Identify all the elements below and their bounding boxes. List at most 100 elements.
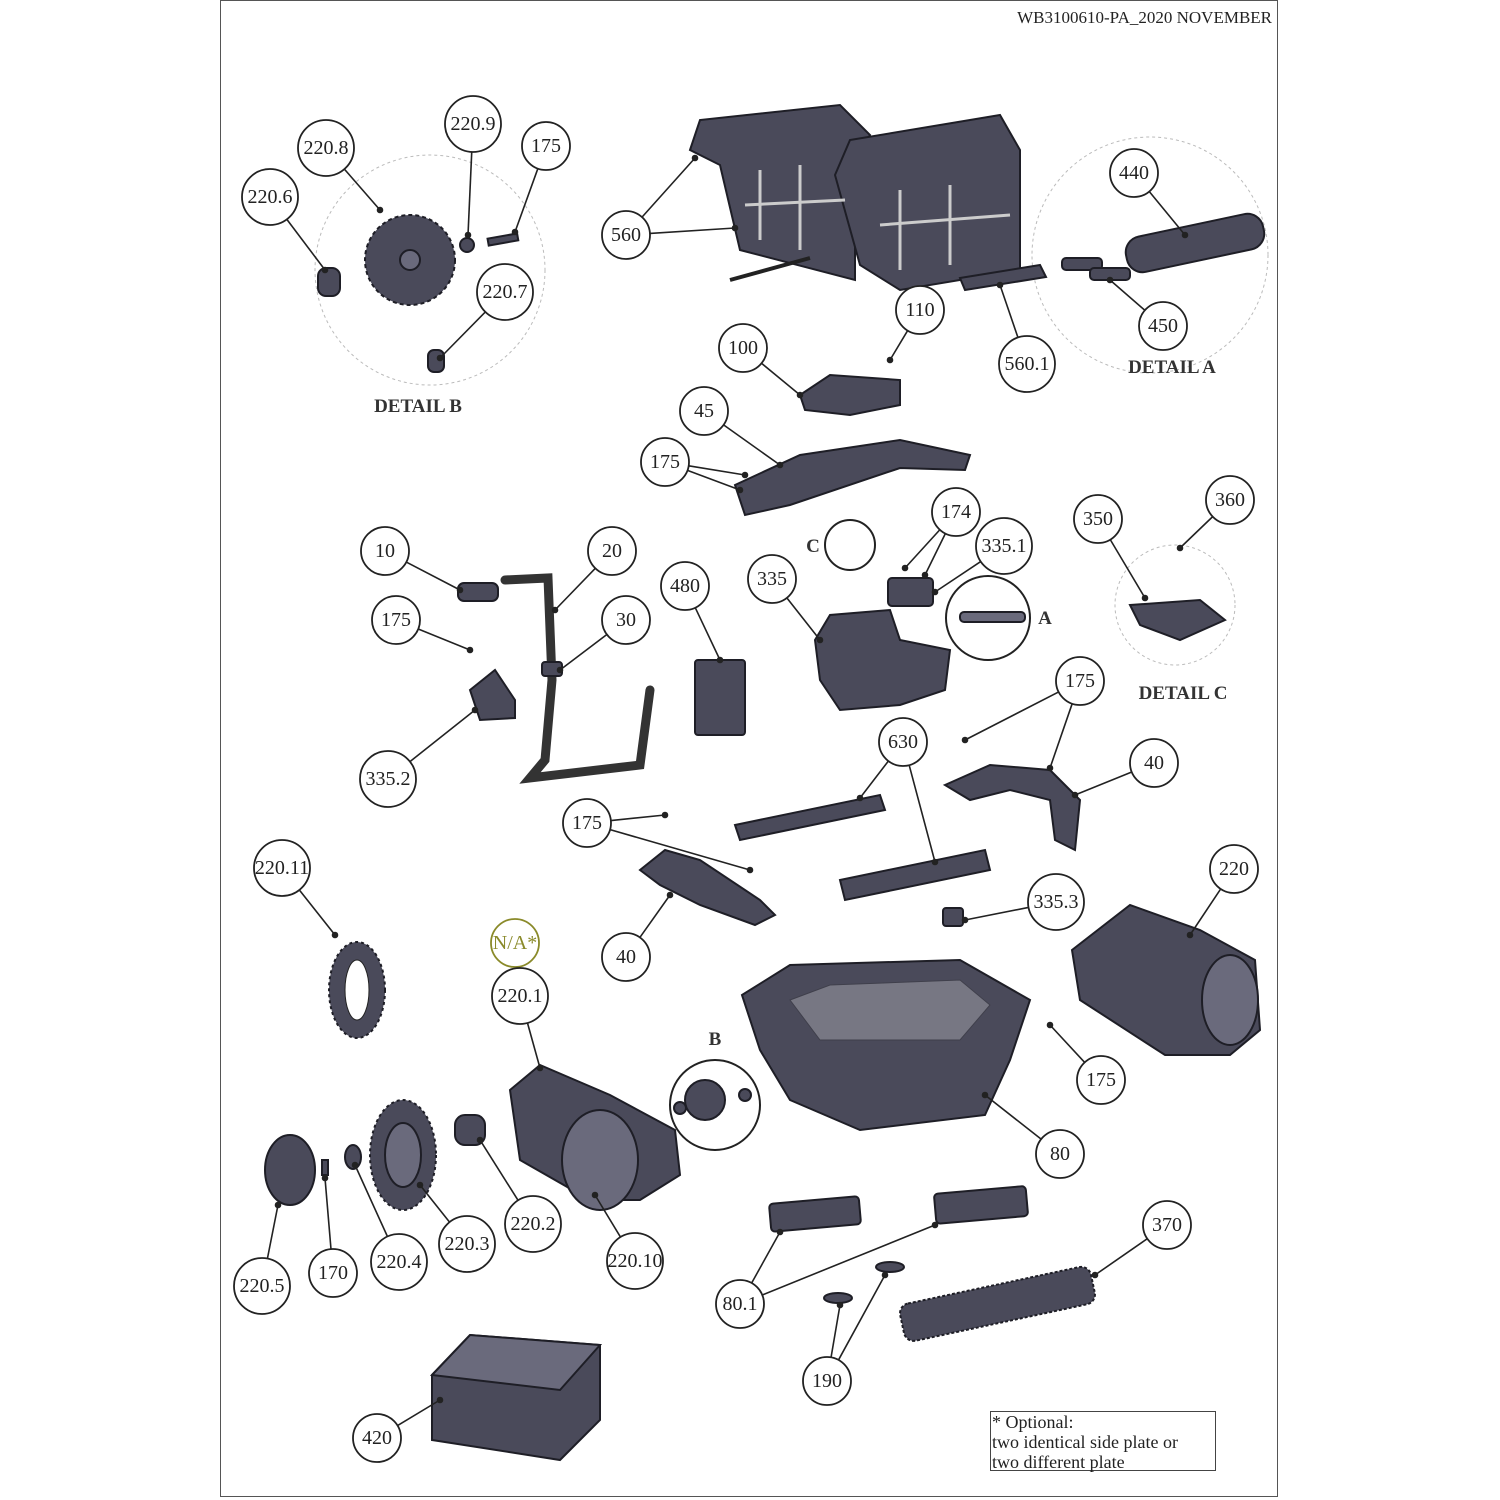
callout-450: 450 — [1138, 301, 1188, 351]
leader-line — [298, 889, 336, 936]
callout-circle — [718, 323, 768, 373]
part-gear-b-detail — [673, 1079, 752, 1121]
callout-190: 190 — [802, 1356, 852, 1406]
callout-circle — [371, 595, 421, 645]
detail-a-label: DETAIL A — [1128, 357, 1216, 378]
callout-175: 175 — [562, 798, 612, 848]
leader-line — [924, 533, 947, 576]
callout-circle — [1073, 494, 1123, 544]
detail-b-circle — [314, 154, 546, 386]
callout-175: 175 — [1076, 1055, 1126, 1105]
part-tube-440 — [1124, 212, 1266, 274]
callout-circle — [931, 487, 981, 537]
callout-175: 175 — [1055, 656, 1105, 706]
callout-circle — [895, 285, 945, 335]
leader-line — [649, 227, 736, 235]
leader-line — [1049, 703, 1073, 769]
part-board-480 — [694, 659, 746, 736]
part-hub-220-2 — [454, 1114, 486, 1146]
leader-line — [761, 362, 801, 396]
leader-arrowhead — [351, 1161, 359, 1169]
leader-arrowhead — [961, 916, 969, 924]
part-cover-100 — [798, 373, 901, 417]
leader-line — [526, 1022, 541, 1069]
part-cable-20 — [500, 573, 655, 784]
part-screw-170 — [321, 1159, 329, 1176]
leader-line — [409, 709, 476, 763]
leader-line — [1049, 1024, 1086, 1063]
leader-line — [419, 1184, 451, 1223]
callout-circle — [359, 750, 417, 808]
callout-circle — [562, 798, 612, 848]
callout-label: 110 — [905, 299, 934, 321]
leader-arrowhead — [741, 471, 749, 479]
callout-circle — [1138, 301, 1188, 351]
callout-circle — [521, 121, 571, 171]
callout-220-2: 220.2 — [504, 1195, 562, 1253]
callout-label: N/A* — [493, 932, 537, 954]
note-line-3: two different plate — [992, 1452, 1125, 1472]
leader-line — [554, 567, 596, 611]
leader-arrowhead — [1046, 764, 1054, 772]
callout-label: 420 — [362, 1427, 392, 1449]
callout-circle — [1035, 1129, 1085, 1179]
callout-220-10: 220.10 — [606, 1232, 664, 1290]
leader-arrowhead — [1071, 791, 1079, 799]
callout-80-1: 80.1 — [715, 1279, 765, 1329]
detail-c-label: DETAIL C — [1139, 683, 1228, 704]
detail-a-marker-circle — [945, 575, 1031, 661]
callout-label: 174 — [941, 501, 971, 523]
leader-arrowhead — [331, 931, 339, 939]
leader-arrowhead — [551, 606, 559, 614]
callout-label: 360 — [1215, 489, 1245, 511]
leader-line — [999, 284, 1019, 338]
leader-line — [723, 424, 781, 466]
leader-arrowhead — [1186, 931, 1194, 939]
part-power-supply-420 — [429, 1333, 603, 1462]
leader-line — [397, 1399, 441, 1427]
part-top-cover-45 — [733, 438, 972, 517]
part-side-plate-220-1 — [508, 1063, 682, 1211]
callout-40: 40 — [1129, 738, 1179, 788]
callout-110: 110 — [895, 285, 945, 335]
leader-line — [479, 1139, 519, 1201]
callout-circle — [601, 595, 651, 645]
leader-arrowhead — [591, 1191, 599, 1199]
callout-175: 175 — [640, 437, 690, 487]
callout-630: 630 — [878, 717, 928, 767]
callout-circle — [998, 335, 1056, 393]
part-clip-190-a — [823, 1292, 853, 1304]
drawing-frame — [220, 0, 1278, 1497]
callout-label: 450 — [1148, 315, 1178, 337]
leader-line — [889, 330, 909, 361]
callout-circle — [640, 437, 690, 487]
callout-label: 220.3 — [445, 1233, 490, 1255]
callout-label: 190 — [812, 1370, 842, 1392]
callout-label: 560.1 — [1005, 353, 1050, 375]
leader-line — [964, 691, 1060, 741]
part-screw-175 — [486, 232, 520, 247]
callout-480: 480 — [660, 561, 710, 611]
callout-label: 45 — [694, 400, 714, 422]
callout-label: 220 — [1219, 858, 1249, 880]
callout-circle — [1076, 1055, 1126, 1105]
leader-line — [1179, 516, 1214, 549]
detail-c-circle — [1114, 544, 1236, 666]
callout-label: 30 — [616, 609, 636, 631]
part-body-80 — [740, 958, 1032, 1132]
leader-line — [859, 760, 890, 799]
leader-line — [1109, 279, 1146, 311]
callout-label: 220.10 — [608, 1250, 663, 1272]
leader-arrowhead — [1181, 231, 1189, 239]
callout-circle — [601, 210, 651, 260]
callout-circle — [476, 263, 534, 321]
leader-line — [1074, 771, 1133, 796]
callout-220-8: 220.8 — [297, 119, 355, 177]
leader-arrowhead — [796, 391, 804, 399]
callout-circle — [1129, 738, 1179, 788]
leader-arrowhead — [416, 1181, 424, 1189]
part-washer-220-9 — [459, 237, 475, 253]
callout-220-5: 220.5 — [233, 1257, 291, 1315]
callout-label: 560 — [611, 224, 641, 246]
